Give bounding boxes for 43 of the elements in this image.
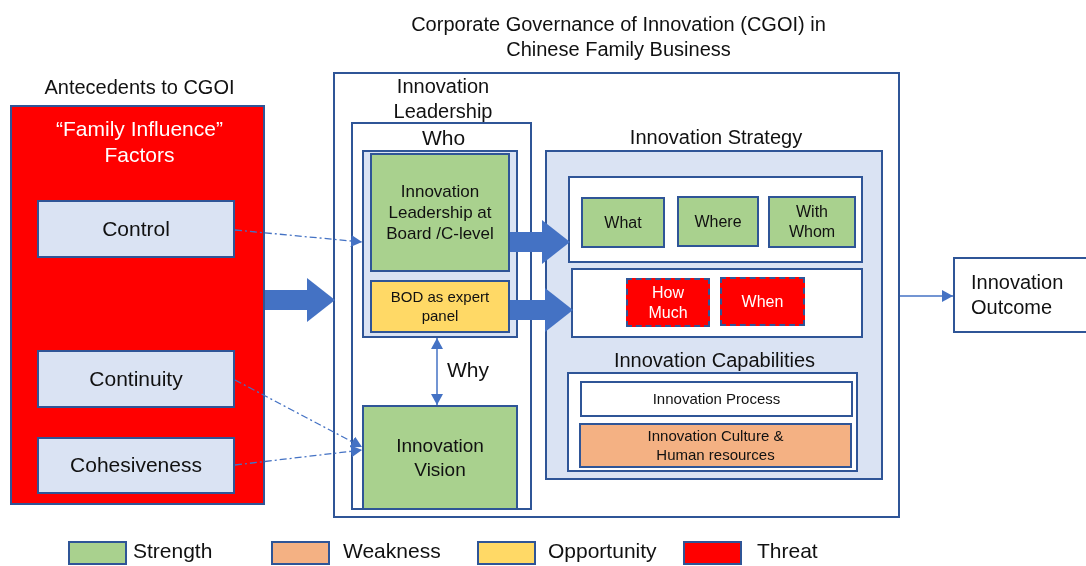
legend-label: Weakness: [343, 539, 441, 563]
legend-label: Strength: [133, 539, 213, 563]
box-label: Cohesiveness: [69, 452, 203, 479]
legend-label: Threat: [757, 539, 818, 563]
process-box: [362, 405, 518, 510]
process-box: [37, 437, 235, 494]
box-label: Innovation Culture & Human resources: [646, 425, 785, 465]
box-label: When: [740, 291, 785, 312]
group-box: [362, 150, 518, 338]
group-box: [568, 176, 863, 263]
box-label: Innovation Process: [651, 388, 782, 409]
heading: Innovation Leadership: [392, 76, 494, 122]
legend-label: Opportunity: [548, 539, 657, 563]
heading: Corporate Governance of Innovation (CGOI) in Chinese Family Business: [410, 12, 827, 62]
process-box: [953, 257, 1086, 333]
heading: “Family Influence” Factors: [55, 115, 224, 168]
process-box: [580, 381, 853, 417]
group-box: [571, 268, 863, 338]
process-box: [720, 277, 805, 326]
process-box: [768, 196, 856, 248]
box-label: Innovation Outcome: [970, 270, 1065, 320]
box-label: With Whom: [787, 202, 837, 242]
box-label: BOD as expert panel: [389, 286, 491, 326]
heading: Innovation Capabilities: [612, 348, 817, 372]
process-box: [626, 278, 710, 327]
process-box: [579, 423, 852, 468]
box-label: How Much: [647, 282, 689, 323]
edge-label: Why: [447, 357, 489, 382]
process-box: [37, 350, 235, 408]
process-box: [370, 280, 510, 333]
process-box: [370, 153, 510, 272]
box-label: Innovation Leadership at Board /C-level: [385, 180, 495, 246]
heading: Innovation Strategy: [628, 124, 804, 150]
box-label: Continuity: [88, 365, 184, 392]
box-label: Where: [693, 211, 743, 232]
box-label: Innovation Vision: [395, 433, 485, 482]
box-label: Control: [101, 215, 171, 242]
box-label: What: [603, 212, 643, 233]
heading: Who: [420, 124, 467, 151]
heading: Antecedents to CGOI: [43, 74, 236, 100]
process-box: [677, 196, 759, 247]
process-box: [37, 200, 235, 258]
process-box: [581, 197, 665, 248]
